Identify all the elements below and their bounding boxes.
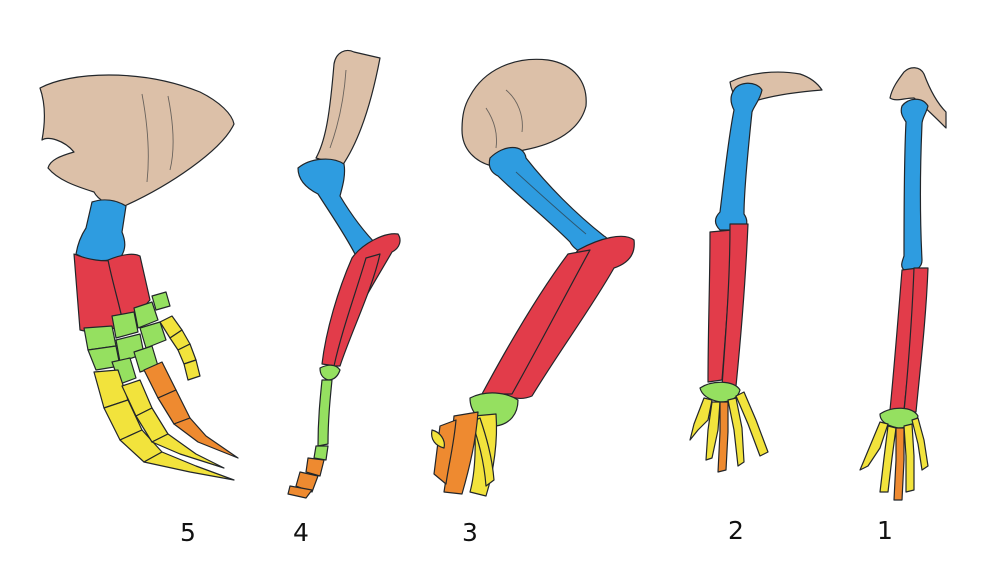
limb-5-carpal <box>111 311 139 339</box>
limb-4-digit <box>313 445 329 461</box>
limb-3-humerus-texture <box>515 171 587 235</box>
limb-4-digit <box>305 457 325 477</box>
limb-1-digit <box>859 421 889 471</box>
limb-3 <box>431 58 635 497</box>
limb-1-scapula <box>889 67 947 129</box>
limb-1-humerus <box>900 98 929 271</box>
limb-3-scapula-texture <box>505 89 523 133</box>
limb-5-digit <box>183 359 201 381</box>
limb-2-digit <box>727 397 745 467</box>
limb-4-digit <box>295 471 319 493</box>
limb-4-scapula <box>315 49 381 167</box>
limb-5-carpal <box>139 321 167 349</box>
limb-4-scapula-texture <box>329 69 347 149</box>
limb-3-digit <box>431 429 445 449</box>
limb-4-label: 4 <box>293 518 309 547</box>
limb-5-carpal <box>151 291 171 311</box>
limb-1-digit <box>903 423 915 493</box>
limb-5-humerus <box>75 199 127 262</box>
limb-5 <box>39 74 239 481</box>
limb-2-digit <box>735 391 769 457</box>
limb-3-scapula <box>461 58 587 167</box>
limb-4-humerus <box>297 158 379 259</box>
limb-4-carpal <box>319 364 341 381</box>
limb-3-radius <box>481 249 591 395</box>
limb-4-radius <box>333 253 381 367</box>
limb-1 <box>859 67 947 501</box>
limb-5-carpal <box>133 301 159 329</box>
limb-1-digit <box>911 417 929 471</box>
limb-5-scapula-texture <box>141 93 149 183</box>
limb-2-label: 2 <box>728 516 744 545</box>
limb-4-digit <box>287 485 313 499</box>
limb-5-digit <box>173 417 239 459</box>
limb-5-digit <box>143 451 235 481</box>
limb-2 <box>689 71 823 473</box>
limb-4-metacarpal <box>317 379 333 447</box>
limb-2-digit <box>689 397 713 441</box>
limb-5-scapula <box>39 74 235 209</box>
limb-2-humerus <box>714 82 763 231</box>
limb-3-scapula-texture <box>485 107 497 149</box>
limb-3-label: 3 <box>462 518 478 547</box>
limb-1-digit <box>893 427 905 501</box>
limb-1-label: 1 <box>877 516 893 545</box>
limb-1-radius <box>903 267 929 413</box>
limb-4 <box>287 49 401 499</box>
limb-5-scapula-texture <box>167 95 174 171</box>
limb-5-digit <box>151 433 225 469</box>
limb-2-digit <box>717 401 729 473</box>
limb-5-label: 5 <box>180 518 196 547</box>
